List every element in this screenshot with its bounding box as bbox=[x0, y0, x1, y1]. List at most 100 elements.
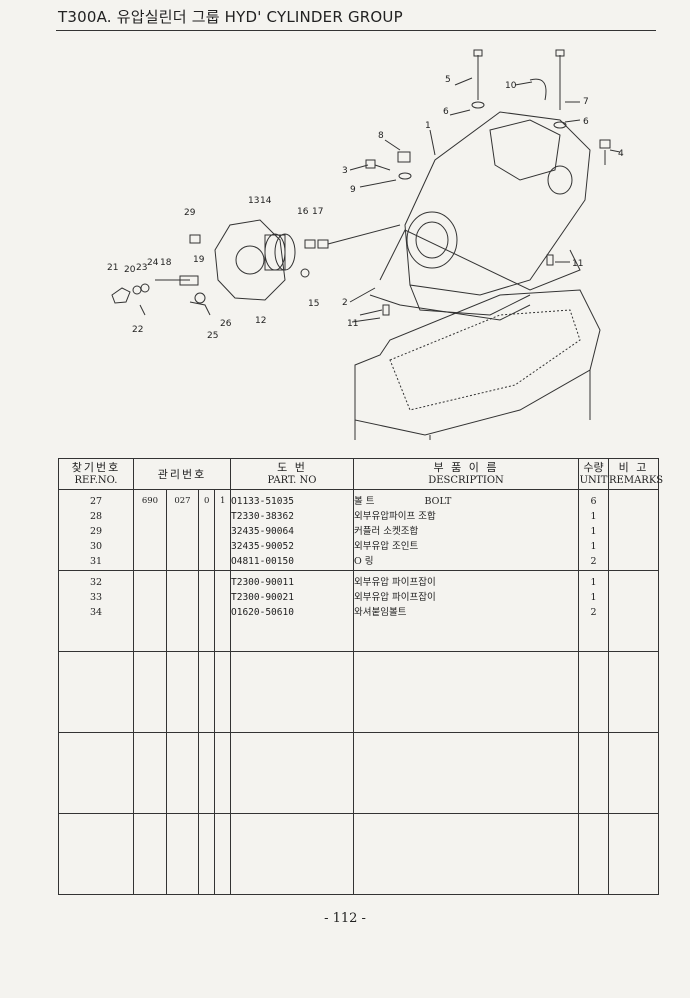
part-no: O1620-50610 bbox=[231, 607, 294, 618]
header-desc: 부 품 이 름 DESCRIPTION bbox=[353, 458, 579, 490]
callout-label: 12 bbox=[255, 316, 266, 326]
table-row bbox=[58, 813, 659, 895]
part-no: T2300-90021 bbox=[231, 592, 294, 603]
ref-no: 29 bbox=[89, 526, 103, 537]
header-remarks: 비 고 REMARKS bbox=[608, 458, 663, 490]
unit-qty: 2 bbox=[590, 607, 597, 618]
callout-label: 6 bbox=[443, 107, 449, 117]
transmission-case bbox=[354, 289, 601, 436]
callout-label: 16 bbox=[297, 207, 309, 217]
part-cell: T2300-90011 T2300-90021 O1620-50610 bbox=[230, 570, 354, 652]
callout-label: 8 bbox=[378, 131, 384, 141]
title-rule bbox=[56, 30, 656, 31]
desc-cell: 외부유압 파이프잡이 외부유압 파이프잡이 와셔붙임볼트 bbox=[353, 570, 579, 652]
page-number: - 112 - bbox=[324, 911, 366, 926]
description: O 링 bbox=[354, 556, 374, 567]
callout-label: 20 bbox=[124, 265, 136, 275]
description: 외부유압 파이프잡이 bbox=[354, 592, 436, 603]
ref-no: 32 bbox=[89, 577, 103, 588]
part-cell: O1133-51035 T2330-38362 32435-90064 3243… bbox=[230, 489, 354, 571]
header-part-en: PART. NO bbox=[267, 475, 317, 486]
mgmt-cell: 690 027 0 1 bbox=[133, 489, 231, 571]
callout-label: 26 bbox=[220, 319, 232, 329]
callout-label: 18 bbox=[160, 258, 172, 268]
ref-no: 31 bbox=[89, 556, 103, 567]
part-no: O1133-51035 bbox=[231, 496, 294, 507]
unit-qty: 2 bbox=[590, 556, 597, 567]
callout-label: 7 bbox=[583, 97, 589, 107]
callout-label: 14 bbox=[260, 196, 272, 206]
callout-label: 21 bbox=[107, 263, 118, 273]
callout-label: 24 bbox=[147, 258, 159, 268]
ref-cell: 32 33 34 bbox=[58, 570, 134, 652]
header-part-ko: 도 번 bbox=[277, 461, 307, 474]
callout-label: 5 bbox=[445, 75, 451, 85]
callout-label: 10 bbox=[505, 81, 517, 91]
parts-table: 찾기번호 REF.NO. 관리번호 도 번 PART. NO 부 품 이 름 D… bbox=[58, 458, 663, 895]
part-no: O4811-00150 bbox=[231, 556, 294, 567]
table-row: 27 28 29 30 31 690 027 0 1 O1133-51035 T… bbox=[58, 489, 659, 571]
ref-no: 33 bbox=[89, 592, 103, 603]
callout-label: 17 bbox=[312, 207, 323, 217]
table-row bbox=[58, 732, 659, 814]
description: 볼 트 bbox=[354, 496, 375, 507]
callout-label: 9 bbox=[350, 185, 356, 195]
page-title: T300A. 유압실린더 그룹 HYD' CYLINDER GROUP bbox=[58, 8, 403, 26]
header-unit-en: UNIT bbox=[579, 475, 608, 486]
ref-cell: 27 28 29 30 31 bbox=[58, 489, 134, 571]
unit-qty: 1 bbox=[590, 592, 597, 603]
unit-qty: 1 bbox=[590, 577, 597, 588]
description: 커플러 소켓조합 bbox=[354, 526, 419, 537]
mgmt-code: 027 bbox=[174, 496, 191, 506]
callout-label: 11 bbox=[347, 319, 358, 329]
ref-no: 34 bbox=[89, 607, 103, 618]
flange-cover bbox=[214, 219, 286, 301]
header-ref: 찾기번호 REF.NO. bbox=[58, 458, 134, 490]
remarks-cell bbox=[608, 570, 659, 652]
exploded-parts-diagram: 1 2 3 4 5 6 7 8 9 10 11 12 13 14 15 16 1… bbox=[107, 49, 624, 440]
part-no: 32435-90064 bbox=[231, 526, 294, 537]
header-desc-en: DESCRIPTION bbox=[428, 475, 504, 486]
ref-no: 30 bbox=[89, 541, 103, 552]
callout-label: 2 bbox=[342, 298, 348, 308]
mgmt-code: 0 bbox=[204, 496, 210, 506]
mgmt-code: 690 bbox=[141, 496, 159, 506]
part-no: T2300-90011 bbox=[231, 577, 294, 588]
unit-qty: 1 bbox=[590, 526, 597, 537]
gasket bbox=[379, 229, 581, 291]
cylinder-housing bbox=[404, 111, 591, 296]
callout-label: 13 bbox=[248, 196, 259, 206]
unit-cell: 1 1 2 bbox=[578, 570, 609, 652]
callout-label: 19 bbox=[193, 255, 205, 265]
header-remarks-ko: 비 고 bbox=[618, 461, 649, 474]
callout-label: 3 bbox=[342, 166, 348, 176]
callout-label: 22 bbox=[132, 325, 143, 335]
callout-label: 23 bbox=[136, 263, 147, 273]
ref-no: 28 bbox=[89, 511, 103, 522]
header-part: 도 번 PART. NO bbox=[230, 458, 354, 490]
part-no: T2330-38362 bbox=[231, 511, 294, 522]
callout-label: 25 bbox=[207, 331, 218, 341]
mgmt-code: 1 bbox=[220, 496, 226, 506]
header-desc-ko: 부 품 이 름 bbox=[433, 461, 499, 474]
description: 외부유압 조인트 bbox=[354, 541, 419, 552]
description: 외부유압 파이프잡이 bbox=[354, 577, 436, 588]
description: 와셔붙임볼트 bbox=[354, 607, 407, 618]
callout-label: 6 bbox=[583, 117, 589, 127]
unit-qty: 1 bbox=[590, 541, 597, 552]
callout-label: 15 bbox=[308, 299, 319, 309]
diagram-callouts: 1 2 3 4 5 6 7 8 9 10 11 12 13 14 15 16 1… bbox=[107, 75, 624, 341]
part-no: 32435-90052 bbox=[231, 541, 294, 552]
table-row: 32 33 34 T2300-90011 T2300-90021 O1620-5… bbox=[58, 570, 659, 652]
callout-label: 29 bbox=[184, 208, 196, 218]
ref-no: 27 bbox=[89, 496, 103, 507]
mgmt-cell bbox=[133, 570, 231, 652]
callout-label: 1 bbox=[425, 121, 431, 131]
callout-label: 4 bbox=[618, 149, 624, 159]
header-ref-ko: 찾기번호 bbox=[71, 461, 121, 474]
header-unit-ko: 수량 bbox=[583, 461, 604, 474]
unit-qty: 1 bbox=[590, 511, 597, 522]
header-mgmt: 관리번호 bbox=[133, 458, 231, 490]
unit-qty: 6 bbox=[590, 496, 597, 507]
